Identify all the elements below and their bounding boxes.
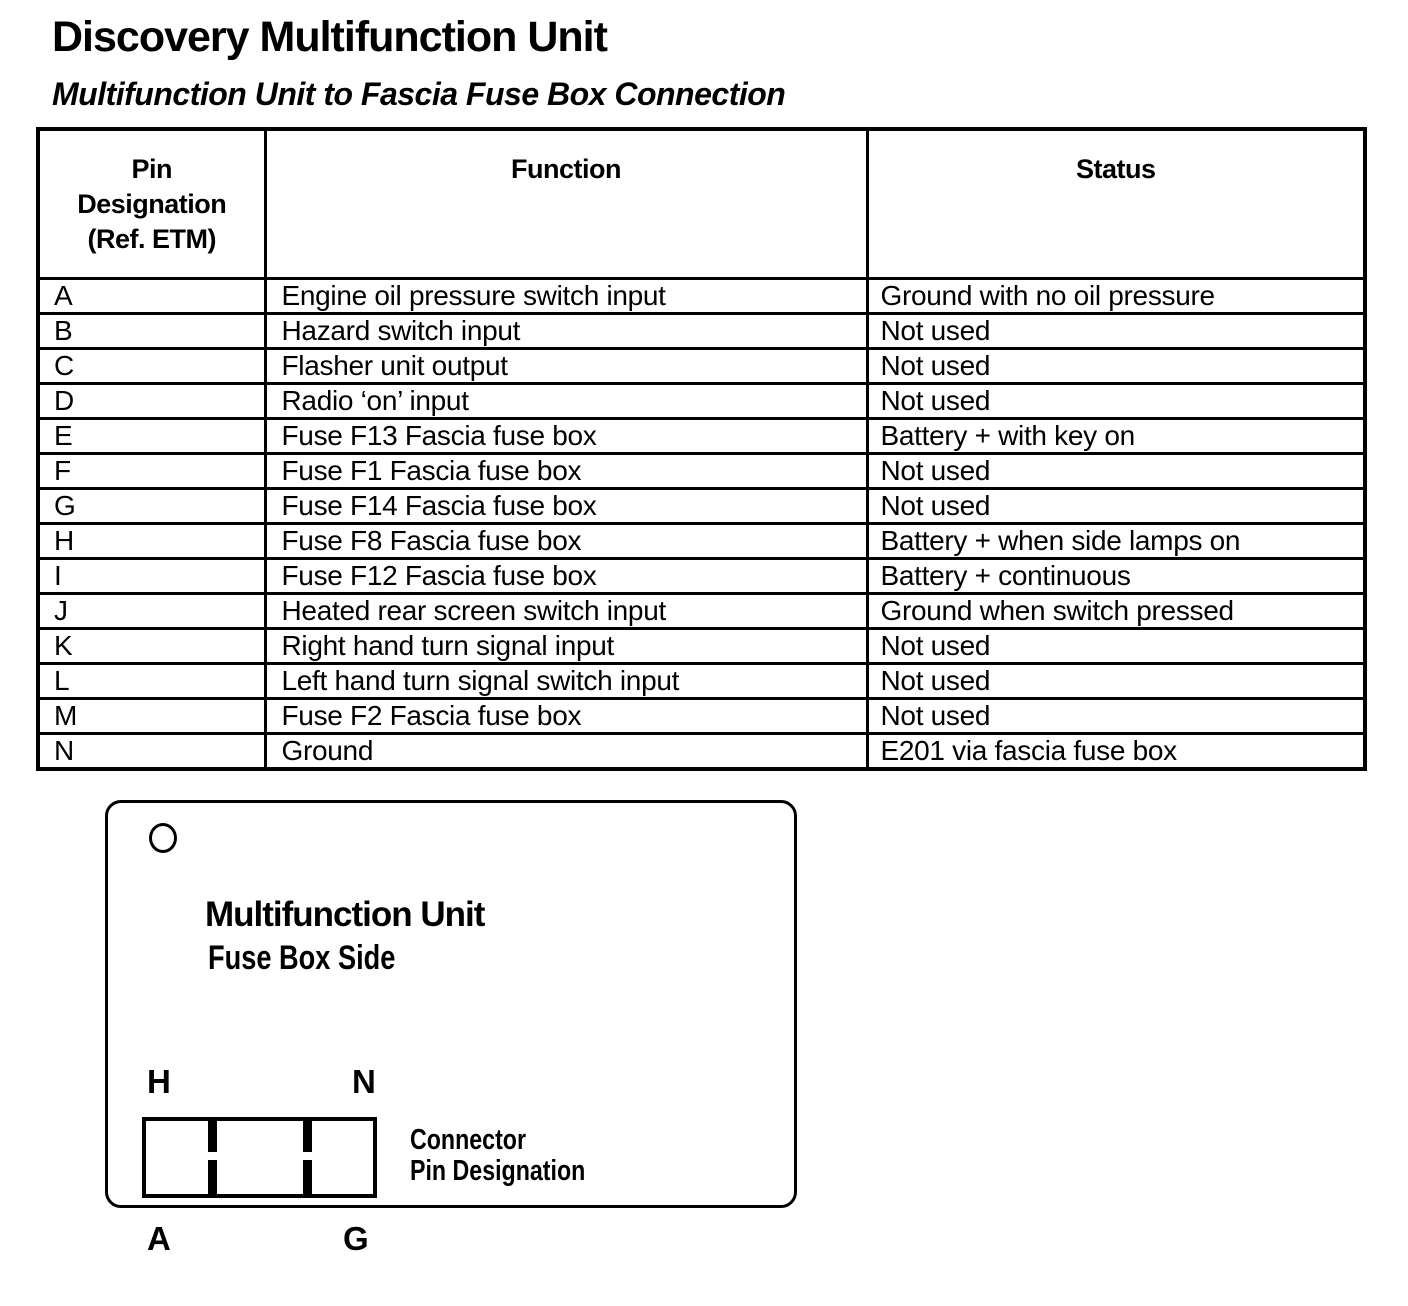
- pin-cell: E: [36, 417, 267, 455]
- multifunction-unit-diagram: Multifunction Unit Fuse Box Side H N Con…: [105, 800, 797, 1208]
- pin-cell: D: [36, 382, 267, 420]
- connector-outline: [142, 1117, 377, 1198]
- table-row: D Radio ‘on’ input Not used: [36, 382, 1367, 420]
- function-cell: Fuse F13 Fascia fuse box: [263, 417, 869, 455]
- header-line: Designation: [77, 189, 227, 219]
- function-cell: Fuse F14 Fascia fuse box: [263, 487, 869, 525]
- status-cell: Battery + when side lamps on: [865, 522, 1367, 560]
- status-cell: Battery + continuous: [865, 557, 1367, 595]
- function-cell: Ground: [263, 732, 869, 771]
- pin-label-h: H: [147, 1063, 171, 1100]
- pin-cell: G: [36, 487, 267, 525]
- pin-cell: B: [36, 312, 267, 350]
- status-cell: Not used: [865, 487, 1367, 525]
- function-cell: Fuse F1 Fascia fuse box: [263, 452, 869, 490]
- pin-cell: N: [36, 732, 267, 771]
- status-cell: Not used: [865, 452, 1367, 490]
- pin-connection-table: Pin Designation (Ref. ETM) Function Stat…: [36, 127, 1367, 771]
- table-row: E Fuse F13 Fascia fuse box Battery + wit…: [36, 417, 1367, 455]
- table-row: A Engine oil pressure switch input Groun…: [36, 277, 1367, 315]
- table-row: H Fuse F8 Fascia fuse box Battery + when…: [36, 522, 1367, 560]
- status-cell: E201 via fascia fuse box: [865, 732, 1367, 771]
- pin-label-n: N: [352, 1063, 376, 1100]
- pin-cell: H: [36, 522, 267, 560]
- function-cell: Hazard switch input: [263, 312, 869, 350]
- connector-caption: Connector Pin Designation: [410, 1125, 629, 1187]
- table-row: B Hazard switch input Not used: [36, 312, 1367, 350]
- table-row: K Right hand turn signal input Not used: [36, 627, 1367, 665]
- table-row: G Fuse F14 Fascia fuse box Not used: [36, 487, 1367, 525]
- function-cell: Right hand turn signal input: [263, 627, 869, 665]
- diagram-unit-label: Multifunction Unit: [205, 895, 485, 934]
- connector-caption-line2: Pin Designation: [410, 1155, 586, 1187]
- function-cell: Fuse F12 Fascia fuse box: [263, 557, 869, 595]
- connector-slot: [208, 1160, 217, 1194]
- table-row: C Flasher unit output Not used: [36, 347, 1367, 385]
- status-cell: Not used: [865, 662, 1367, 700]
- diagram-side-label-text: Fuse Box Side: [208, 939, 396, 977]
- pin-cell: J: [36, 592, 267, 630]
- table-row: L Left hand turn signal switch input Not…: [36, 662, 1367, 700]
- table-row: F Fuse F1 Fascia fuse box Not used: [36, 452, 1367, 490]
- function-cell: Radio ‘on’ input: [263, 382, 869, 420]
- pin-cell: L: [36, 662, 267, 700]
- status-cell: Not used: [865, 312, 1367, 350]
- status-cell: Battery + with key on: [865, 417, 1367, 455]
- column-header-pin-designation: Pin Designation (Ref. ETM): [36, 127, 267, 280]
- pin-cell: I: [36, 557, 267, 595]
- table-row: I Fuse F12 Fascia fuse box Battery + con…: [36, 557, 1367, 595]
- status-cell: Ground with no oil pressure: [865, 277, 1367, 315]
- mounting-hole-icon: [149, 823, 177, 853]
- diagram-side-label: Fuse Box Side: [208, 941, 442, 975]
- connector-slot: [303, 1121, 312, 1152]
- status-cell: Not used: [865, 627, 1367, 665]
- status-cell: Not used: [865, 697, 1367, 735]
- header-line: (Ref. ETM): [87, 224, 217, 254]
- pin-cell: C: [36, 347, 267, 385]
- page-title: Discovery Multifunction Unit: [52, 13, 608, 61]
- page-subtitle: Multifunction Unit to Fascia Fuse Box Co…: [52, 76, 786, 112]
- pin-label-g: G: [343, 1220, 369, 1257]
- function-cell: Fuse F8 Fascia fuse box: [263, 522, 869, 560]
- table-row: N Ground E201 via fascia fuse box: [36, 732, 1367, 771]
- pin-cell: K: [36, 627, 267, 665]
- pin-cell: A: [36, 277, 267, 315]
- function-cell: Flasher unit output: [263, 347, 869, 385]
- connector-caption-line1: Connector: [410, 1124, 526, 1156]
- pin-cell: F: [36, 452, 267, 490]
- column-header-function: Function: [263, 127, 869, 280]
- status-cell: Not used: [865, 382, 1367, 420]
- function-cell: Fuse F2 Fascia fuse box: [263, 697, 869, 735]
- pin-label-a: A: [147, 1220, 171, 1257]
- table-row: J Heated rear screen switch input Ground…: [36, 592, 1367, 630]
- status-cell: Not used: [865, 347, 1367, 385]
- table-header-row: Pin Designation (Ref. ETM) Function Stat…: [36, 127, 1367, 280]
- connector-slot: [208, 1121, 217, 1152]
- column-header-status: Status: [865, 127, 1367, 280]
- header-line: Pin: [131, 154, 172, 184]
- table-row: M Fuse F2 Fascia fuse box Not used: [36, 697, 1367, 735]
- status-cell: Ground when switch pressed: [865, 592, 1367, 630]
- function-cell: Left hand turn signal switch input: [263, 662, 869, 700]
- pin-cell: M: [36, 697, 267, 735]
- connector-slot: [303, 1160, 312, 1194]
- function-cell: Heated rear screen switch input: [263, 592, 869, 630]
- function-cell: Engine oil pressure switch input: [263, 277, 869, 315]
